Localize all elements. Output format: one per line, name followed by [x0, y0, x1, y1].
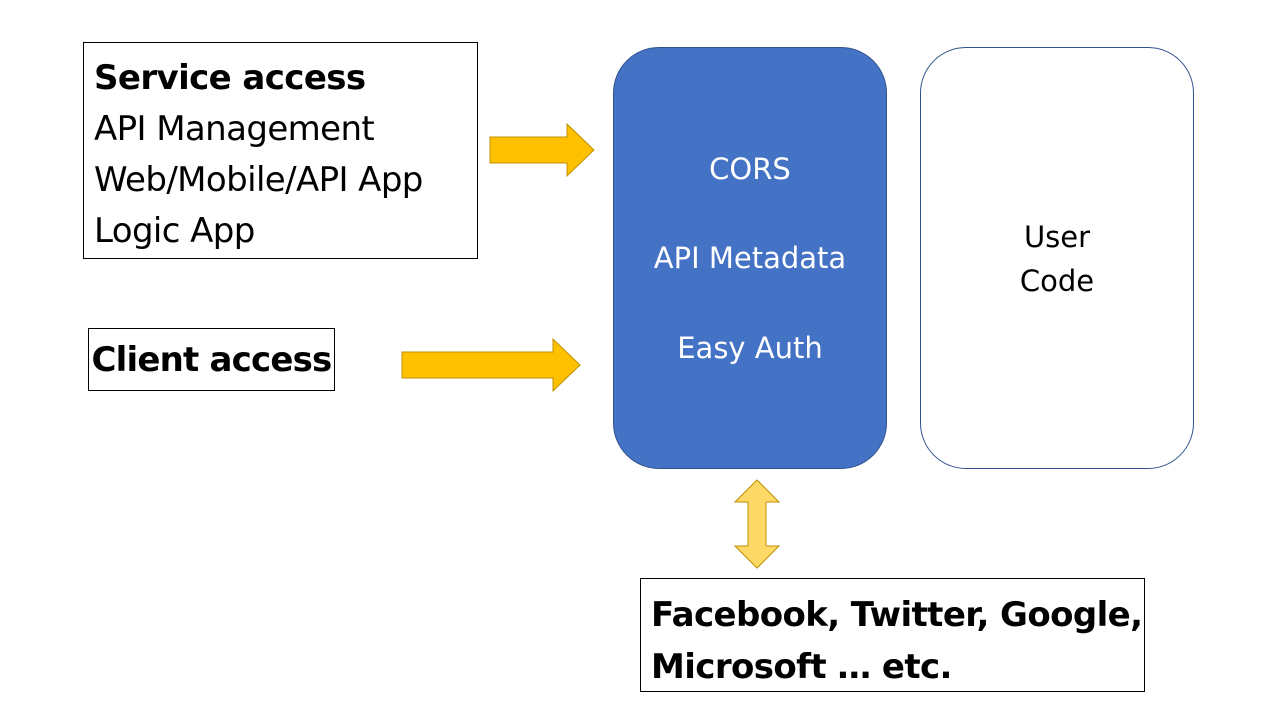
- service-item-api-management: API Management: [94, 109, 375, 149]
- middleware-item-api-metadata: API Metadata: [653, 241, 847, 275]
- identity-providers-box: Facebook, Twitter, Google, Microsoft … e…: [640, 578, 1145, 692]
- middleware-box: CORS API Metadata Easy Auth: [613, 47, 887, 469]
- middleware-identity-double-arrow: [733, 479, 781, 569]
- client-access-heading: Client access: [91, 339, 332, 380]
- user-code-line-2: Code: [1019, 264, 1095, 298]
- service-access-heading: Service access: [94, 58, 366, 98]
- middleware-item-cors: CORS: [709, 152, 791, 186]
- service-item-logic-app: Logic App: [94, 211, 255, 251]
- user-code-box: User Code: [920, 47, 1194, 469]
- user-code-line-1: User: [1023, 220, 1091, 254]
- service-access-box: Service access API Management Web/Mobile…: [83, 42, 478, 259]
- client-access-box: Client access: [88, 328, 335, 391]
- client-to-middleware-arrow: [401, 337, 581, 393]
- service-item-web-mobile-api-app: Web/Mobile/API App: [94, 160, 423, 200]
- service-to-middleware-arrow: [489, 122, 595, 178]
- identity-providers-line-2: Microsoft … etc.: [651, 647, 952, 687]
- identity-providers-line-1: Facebook, Twitter, Google,: [651, 595, 1143, 635]
- middleware-item-easy-auth: Easy Auth: [677, 331, 823, 365]
